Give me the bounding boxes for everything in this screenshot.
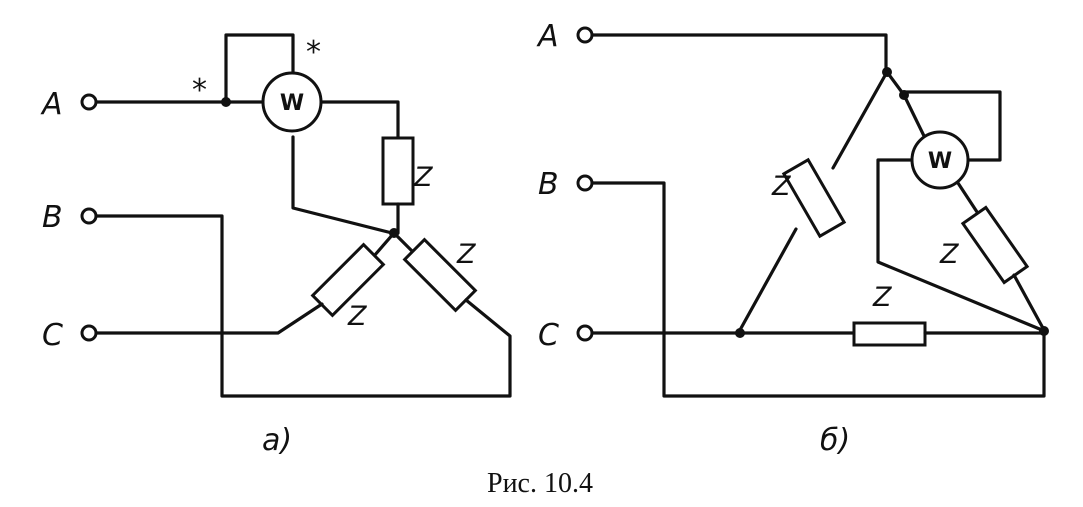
wire-zca-right <box>1012 273 1046 332</box>
terminal-b <box>80 207 98 225</box>
wire-zab-c <box>738 227 798 332</box>
figure-caption: Рис. 10.4 <box>487 468 593 499</box>
diagram-a: A B C W * <box>40 33 512 458</box>
impedance-ca <box>960 205 1030 285</box>
sublabel-b: б) <box>820 423 850 458</box>
terminal-a-label: A <box>40 87 63 122</box>
wire-w-current-in <box>902 93 927 140</box>
wire-w-current-out <box>956 181 981 217</box>
wire-voltage-loop <box>224 33 295 104</box>
terminal-b-label-b: B <box>538 167 559 202</box>
wire-b-loop-b <box>590 181 1046 398</box>
wire-a-b <box>590 33 888 72</box>
wire-voltage-return-b <box>876 158 1044 332</box>
wire-a-out <box>319 100 400 140</box>
terminal-a <box>80 93 98 111</box>
terminal-b-b <box>576 174 594 192</box>
wire-top-zab <box>831 70 889 170</box>
wire-neutral-zc <box>392 231 416 255</box>
wire-neutral-zb <box>372 231 396 258</box>
marker-voltage: * <box>306 35 321 70</box>
node-c <box>735 328 745 338</box>
wire-voltage-loop-b <box>902 90 1002 162</box>
impedance-a <box>381 136 415 206</box>
terminal-b-label: B <box>42 200 63 235</box>
junction-a <box>221 97 231 107</box>
z-label-b: Z <box>347 301 367 332</box>
terminal-c <box>80 324 98 342</box>
wire-b-loop <box>94 214 512 398</box>
terminal-a-b <box>576 26 594 44</box>
impedance-bc <box>852 321 927 347</box>
marker-current: * <box>192 73 207 108</box>
terminal-c-label: C <box>42 318 63 353</box>
terminal-a-label-b: A <box>536 19 559 54</box>
z-label-bc: Z <box>872 282 892 313</box>
wattmeter-b-label: W <box>928 149 952 174</box>
sublabel-a: а) <box>262 423 292 458</box>
z-label-ab: Z <box>771 171 791 202</box>
z-label-ca: Z <box>939 239 959 270</box>
wattmeter-b <box>910 130 970 190</box>
terminal-c-b <box>576 324 594 342</box>
impedance-ab <box>781 157 847 239</box>
wattmeter-a <box>261 71 323 133</box>
terminal-c-label-b: C <box>538 318 559 353</box>
wattmeter-a-label: W <box>280 91 304 116</box>
z-label-a: Z <box>413 162 433 193</box>
wire-voltage-return <box>291 135 394 235</box>
wire-c-in <box>94 302 324 335</box>
diagram-b: A B C W <box>536 19 1049 458</box>
z-label-c: Z <box>456 239 476 270</box>
